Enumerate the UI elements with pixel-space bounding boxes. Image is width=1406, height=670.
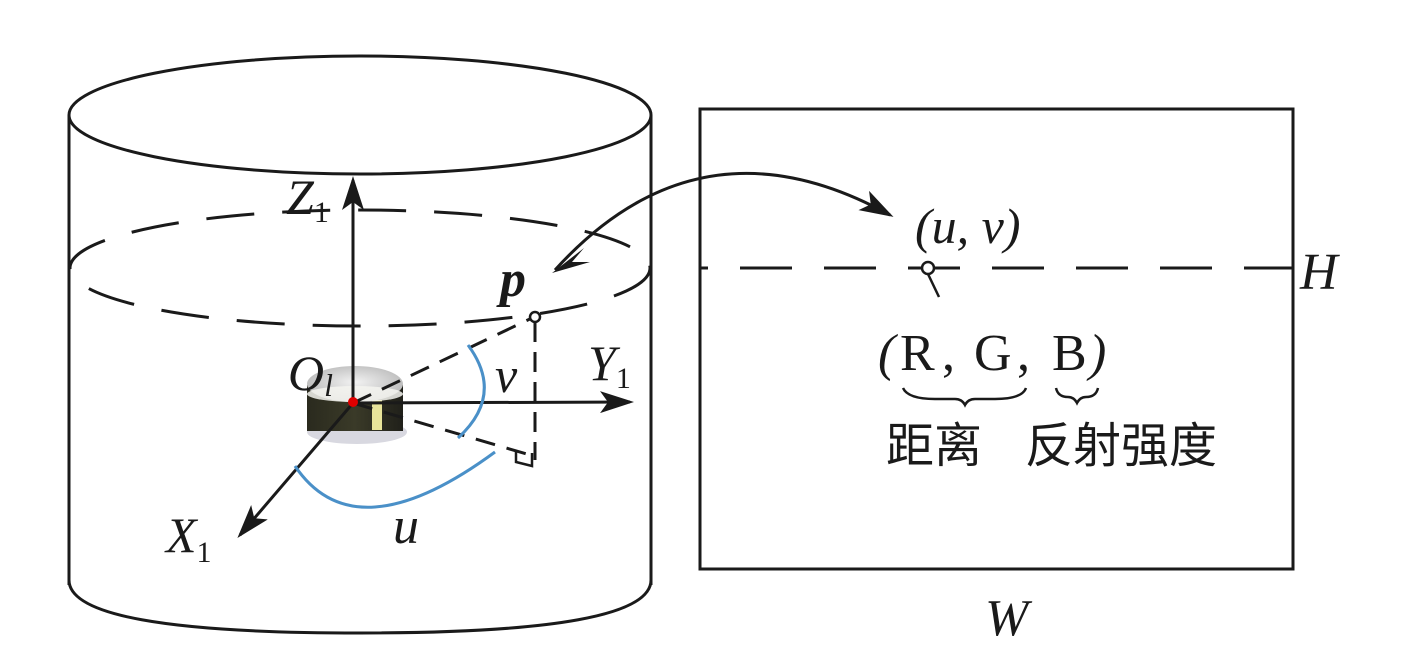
scan-ring-dashed xyxy=(68,208,652,328)
point-p-label: p xyxy=(496,251,526,308)
height-label: H xyxy=(1299,244,1340,301)
x-axis-label: X1 xyxy=(164,507,212,569)
pixel-coord-label: (u, v) xyxy=(915,198,1021,254)
ray-to-point-dashed xyxy=(352,316,533,405)
rgb-channels-label: ( R , G , B ) xyxy=(878,325,1106,382)
brace-reflectivity xyxy=(1054,387,1100,406)
brace-distance xyxy=(901,387,1028,408)
rgb-open-paren: ( xyxy=(878,325,898,382)
channel-r: R xyxy=(900,325,935,382)
pixel-marker xyxy=(920,260,936,276)
cylinder xyxy=(67,54,653,635)
pixel-leader xyxy=(926,273,941,298)
angle-u-label: u xyxy=(393,498,419,555)
angle-arc-v xyxy=(456,344,486,440)
channel-b: B xyxy=(1052,325,1087,382)
width-label: W xyxy=(985,590,1033,647)
channel-g: G xyxy=(974,325,1012,382)
point-p-marker xyxy=(528,310,542,324)
y-axis-label: Y1 xyxy=(588,335,631,395)
rgb-close-paren: ) xyxy=(1086,325,1106,382)
cylinder-bottom-arc xyxy=(67,579,653,635)
angle-v-label: v xyxy=(495,347,518,403)
mapping-arrowhead-left xyxy=(552,248,590,273)
range-image-frame xyxy=(698,107,1295,571)
origin-label: Ol xyxy=(288,345,333,403)
lidar-sensor-icon xyxy=(307,366,407,444)
y-axis xyxy=(352,391,634,414)
channel-sep-1: , xyxy=(942,325,955,382)
angle-arc-u xyxy=(293,450,496,509)
reflectivity-annotation: 反射强度 xyxy=(1025,418,1217,474)
mapping-double-arrow xyxy=(553,171,894,272)
channel-sep-2: , xyxy=(1017,325,1030,382)
cylinder-top-ellipse xyxy=(67,54,653,176)
right-angle-mark xyxy=(514,450,534,468)
distance-annotation: 距离 xyxy=(886,418,982,474)
origin-dot xyxy=(348,397,358,407)
z-axis-label: Z1 xyxy=(286,169,329,229)
